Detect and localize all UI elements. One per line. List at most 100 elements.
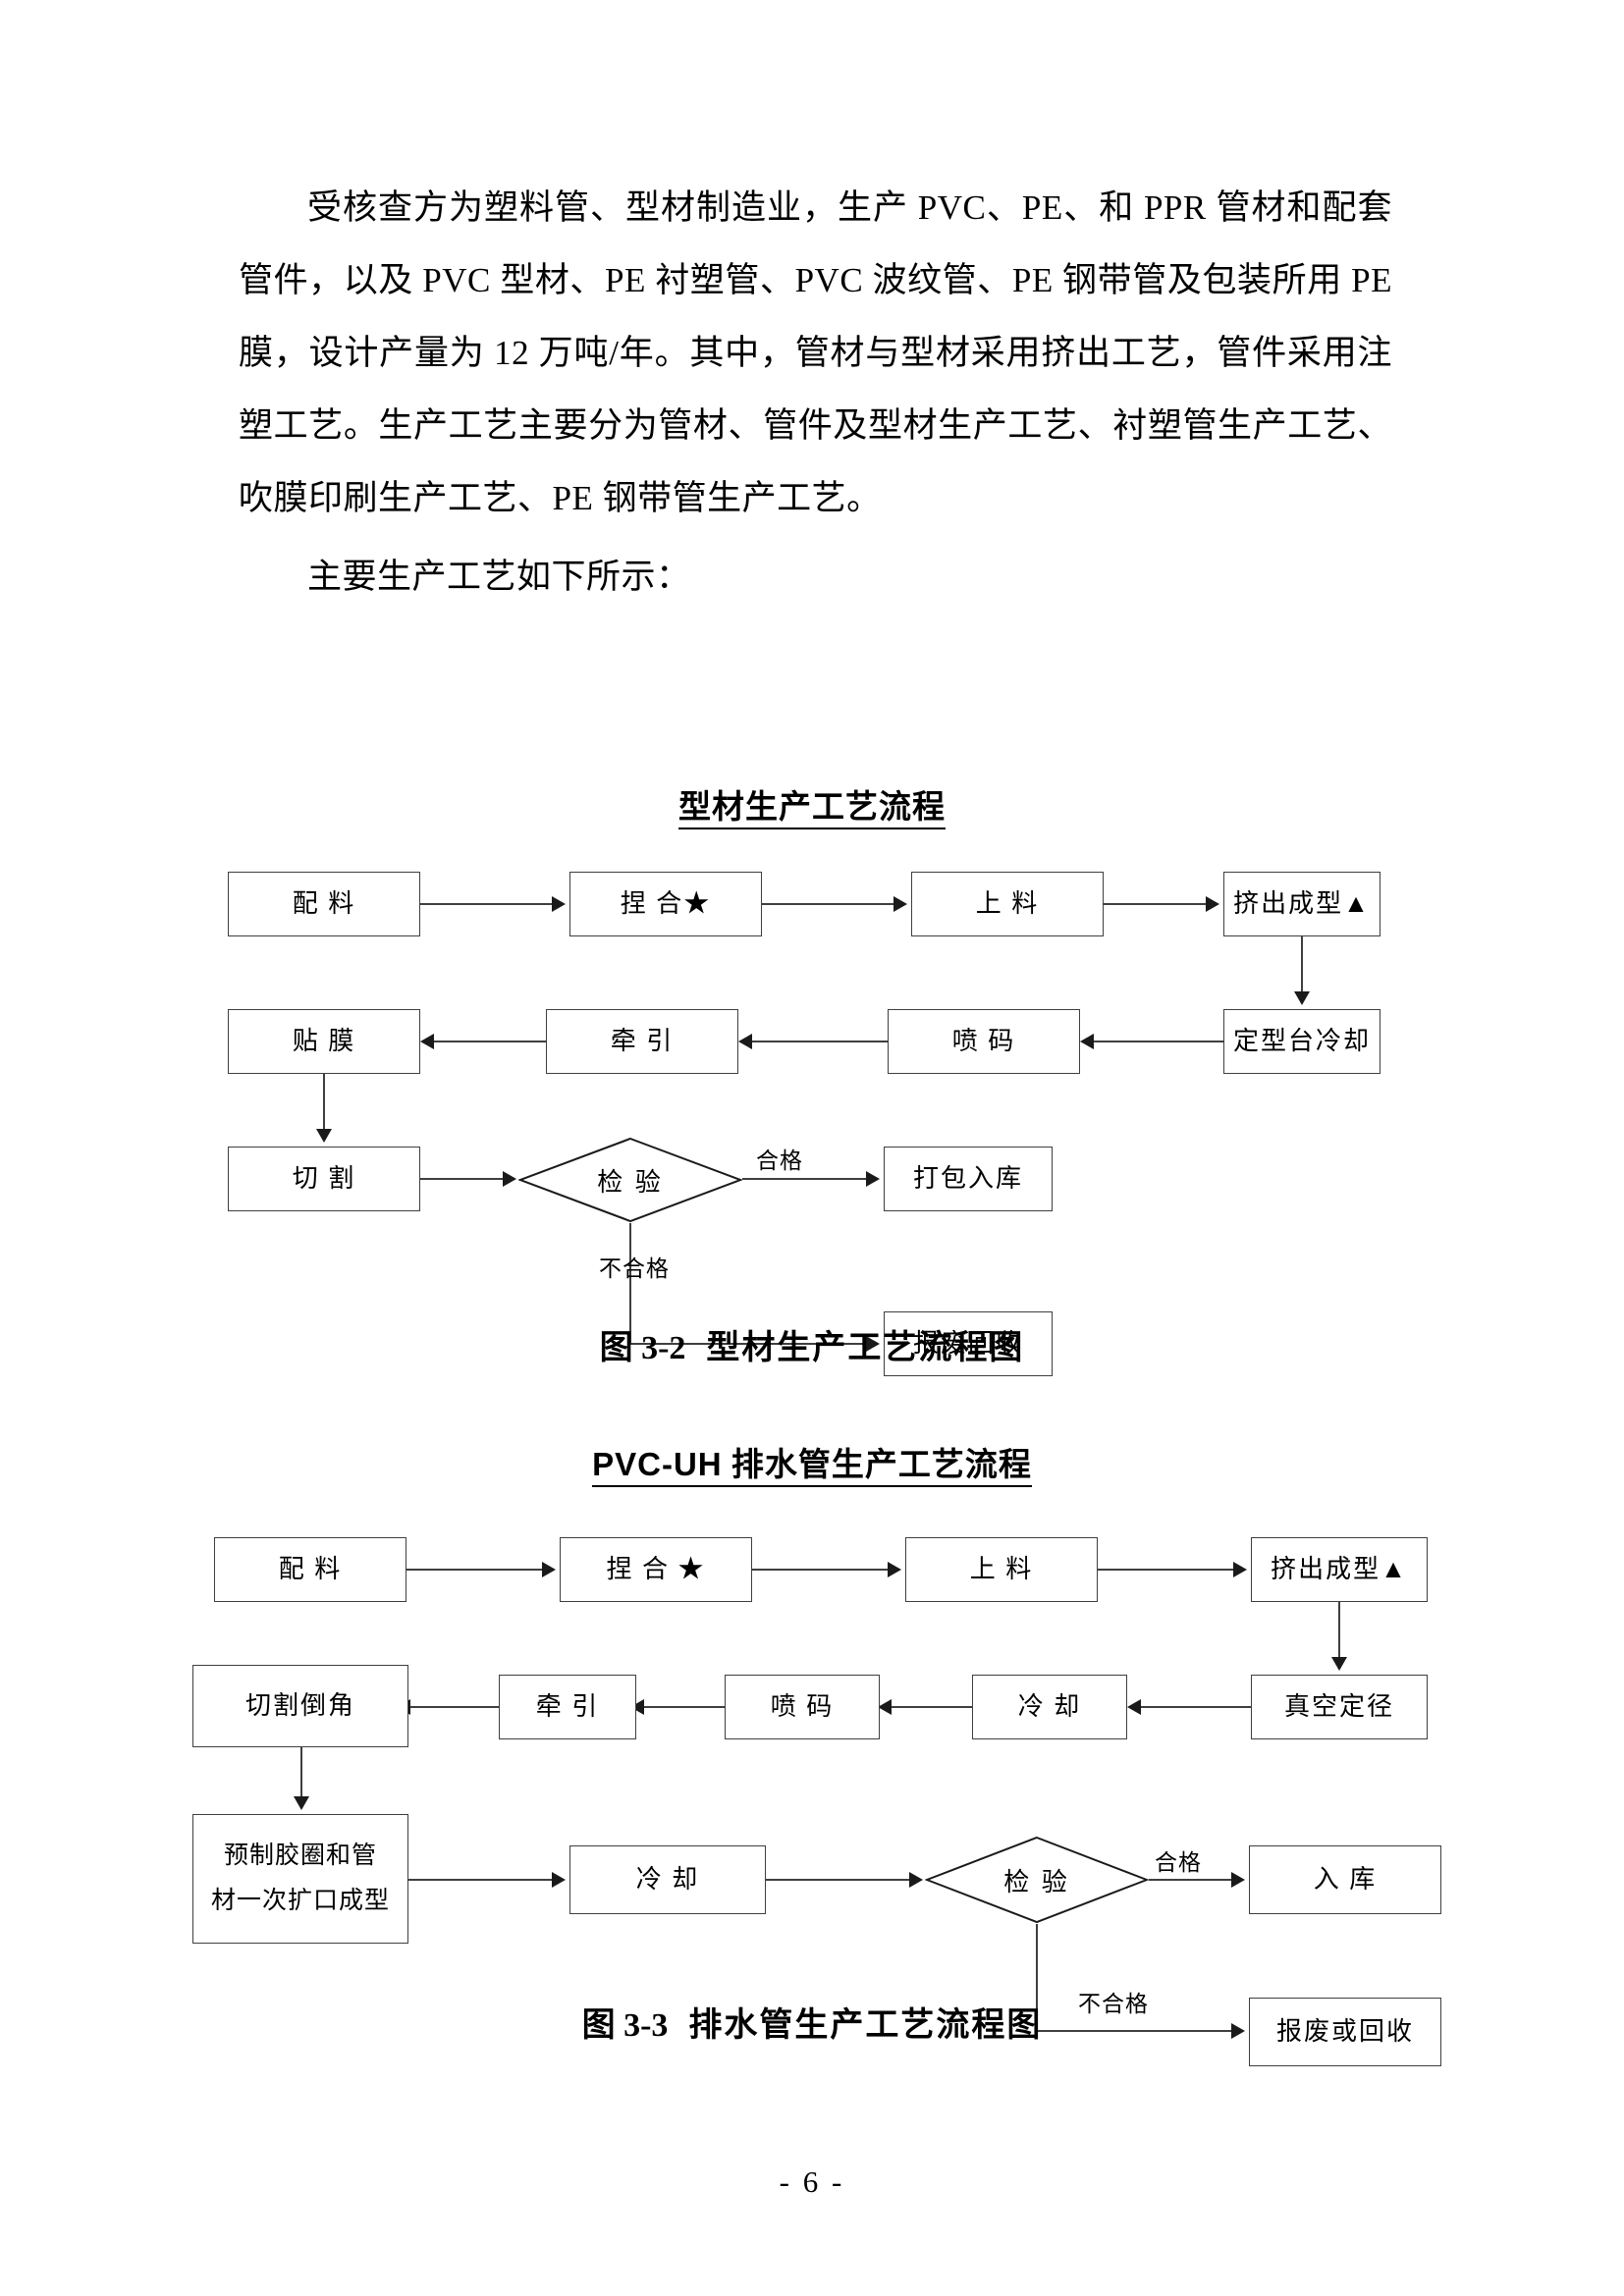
figure2-arrow-2	[888, 1562, 901, 1577]
figure2-connector-10	[408, 1879, 554, 1881]
figure1-arrow-3	[1206, 896, 1219, 912]
figure1-arrow-2	[893, 896, 907, 912]
figure2-node-jichu: 挤出成型▲	[1251, 1537, 1428, 1602]
figure2-connector-6	[892, 1706, 972, 1708]
figure1-node-tiemo: 贴 膜	[228, 1009, 420, 1074]
figure1-arrow-6	[738, 1034, 752, 1049]
figure2-node-niehe: 捏 合 ★	[560, 1537, 752, 1602]
body-text-block: 受核查方为塑料管、型材制造业，生产 PVC、PE、和 PPR 管材和配套管件，以…	[239, 172, 1392, 619]
figure2-title-wrap: PVC-UH 排水管生产工艺流程	[592, 1446, 1032, 1487]
figure1-connector-3	[1104, 903, 1208, 905]
figure1-arrow-5	[1080, 1034, 1094, 1049]
figure2-connector-1	[406, 1569, 544, 1571]
figure2-node-shangliao: 上 料	[905, 1537, 1098, 1602]
paragraph-2: 主要生产工艺如下所示：	[307, 558, 691, 596]
figure1-caption-text: 型材生产工艺流程图	[706, 1330, 1025, 1366]
figure2-connector-fail-h	[1036, 2030, 1233, 2032]
figure2-node-yuzhijiaoquan-line1: 预制胶圈和管	[223, 1842, 377, 1869]
figure2-connector-5	[1141, 1706, 1251, 1708]
figure2-node-yuzhijiaoquan-line2: 材一次扩口成型	[210, 1888, 390, 1914]
figure1-node-dingxing: 定型台冷却	[1223, 1009, 1380, 1074]
figure1-node-peiliao: 配 料	[228, 872, 420, 936]
figure2-arrow-5	[1127, 1699, 1141, 1715]
figure1-node-jichu: 挤出成型▲	[1223, 872, 1380, 936]
figure2-arrow-11	[909, 1872, 923, 1888]
figure1-title-text: 型材生产工艺流程	[678, 790, 946, 829]
figure2-arrow-3	[1233, 1562, 1247, 1577]
page-number: - 6 -	[779, 2164, 845, 2199]
figure2-connector-11	[766, 1879, 911, 1881]
figure1-edge-label-fail: 不合格	[599, 1256, 670, 1281]
figure2-caption-label: 图 3-3	[581, 2007, 669, 2044]
figure2-caption-text: 排水管生产工艺流程图	[688, 2007, 1043, 2044]
figure2-node-baofei: 报废或回收	[1249, 1998, 1441, 2066]
figure2-diamond-shape	[925, 1836, 1149, 1924]
figure2-connector-pass	[1149, 1879, 1233, 1881]
figure1-connector-9	[420, 1178, 505, 1180]
figure2-title: PVC-UH 排水管生产工艺流程	[0, 1438, 1624, 1487]
figure2-node-qiegedaojiao: 切割倒角	[192, 1665, 408, 1747]
figure1-decision-label: 检 验	[597, 1167, 664, 1197]
figure2-node-qianyin: 牵 引	[499, 1675, 636, 1739]
figure2-decision-label: 检 验	[1003, 1867, 1070, 1896]
figure1-arrow-pass	[866, 1171, 880, 1187]
figure2-arrow-4	[1331, 1657, 1347, 1671]
figure1-flowchart: 配 料 捏 合★ 上 料 挤出成型▲ 定型台冷却 喷 码 牵 引 贴 膜 切 割	[0, 844, 1624, 1376]
figure2-connector-9	[300, 1747, 302, 1798]
figure2-node-ruku: 入 库	[1249, 1845, 1441, 1914]
figure1-node-qiege: 切 割	[228, 1147, 420, 1211]
figure2-connector-fail-v	[1036, 1924, 1038, 2032]
figure1-node-qianyin: 牵 引	[546, 1009, 738, 1074]
figure1-connector-7	[434, 1041, 546, 1042]
figure1-connector-6	[752, 1041, 888, 1042]
figure2-title-cjk: 排水管生产工艺流程	[731, 1448, 1032, 1483]
figure1-connector-fail-h	[629, 1343, 868, 1345]
figure1-connector-pass	[742, 1178, 868, 1180]
figure2-edge-label-fail: 不合格	[1078, 1992, 1149, 2016]
figure1-node-shangliao: 上 料	[911, 872, 1104, 936]
figure1-arrow-8	[316, 1129, 332, 1143]
figure1-node-baofei: 报废回收	[884, 1311, 1053, 1376]
figure1-arrow-4	[1294, 991, 1310, 1005]
figure2-arrow-6	[878, 1699, 892, 1715]
figure2-node-yuzhijiaoquan: 预制胶圈和管 材一次扩口成型	[192, 1814, 408, 1944]
paragraph-1: 受核查方为塑料管、型材制造业，生产 PVC、PE、和 PPR 管材和配套管件，以…	[239, 188, 1392, 517]
figure2-connector-8	[410, 1706, 499, 1708]
figure2-node-zhenkong: 真空定径	[1251, 1675, 1428, 1739]
figure2-node-peiliao: 配 料	[214, 1537, 406, 1602]
figure1-caption: 图 3-2 型材生产工艺流程图	[0, 1320, 1624, 1368]
figure2-decision-jianyan: 检 验	[925, 1836, 1149, 1924]
figure1-node-niehe: 捏 合★	[569, 872, 762, 936]
figure2-node-lengque2: 冷 却	[569, 1845, 766, 1914]
figure1-arrow-7	[420, 1034, 434, 1049]
figure2-connector-2	[752, 1569, 890, 1571]
figure2-edge-label-pass: 合格	[1155, 1850, 1202, 1875]
figure1-decision-jianyan: 检 验	[518, 1137, 742, 1223]
figure1-connector-2	[762, 903, 895, 905]
figure1-connector-fail-v	[629, 1223, 631, 1345]
figure2-arrow-pass	[1231, 1872, 1245, 1888]
figure2-connector-7	[644, 1706, 725, 1708]
figure2-title-latin: PVC-UH	[592, 1446, 723, 1482]
figure2-node-lengque: 冷 却	[972, 1675, 1127, 1739]
figure1-connector-4	[1301, 936, 1303, 993]
figure1-arrow-fail	[866, 1336, 880, 1352]
figure1-connector-1	[420, 903, 554, 905]
figure1-caption-label: 图 3-2	[599, 1330, 686, 1366]
figure1-connector-8	[323, 1074, 325, 1131]
figure1-diamond-shape	[518, 1137, 742, 1223]
figure1-node-penma: 喷 码	[888, 1009, 1080, 1074]
figure1-node-dabao: 打包入库	[884, 1147, 1053, 1211]
figure2-connector-3	[1098, 1569, 1235, 1571]
figure1-title: 型材生产工艺流程	[0, 780, 1624, 829]
figure2-connector-4	[1338, 1602, 1340, 1659]
figure2-caption: 图 3-3 排水管生产工艺流程图	[0, 1998, 1624, 2046]
figure2-arrow-9	[294, 1796, 309, 1810]
figure2-flowchart: 配 料 捏 合 ★ 上 料 挤出成型▲ 真空定径 冷 却 喷 码 牵 引 切割倒…	[0, 1502, 1624, 2066]
figure2-node-penma: 喷 码	[725, 1675, 880, 1739]
figure1-arrow-1	[552, 896, 566, 912]
figure1-connector-5	[1094, 1041, 1223, 1042]
figure2-arrow-1	[542, 1562, 556, 1577]
figure2-arrow-fail	[1231, 2023, 1245, 2039]
